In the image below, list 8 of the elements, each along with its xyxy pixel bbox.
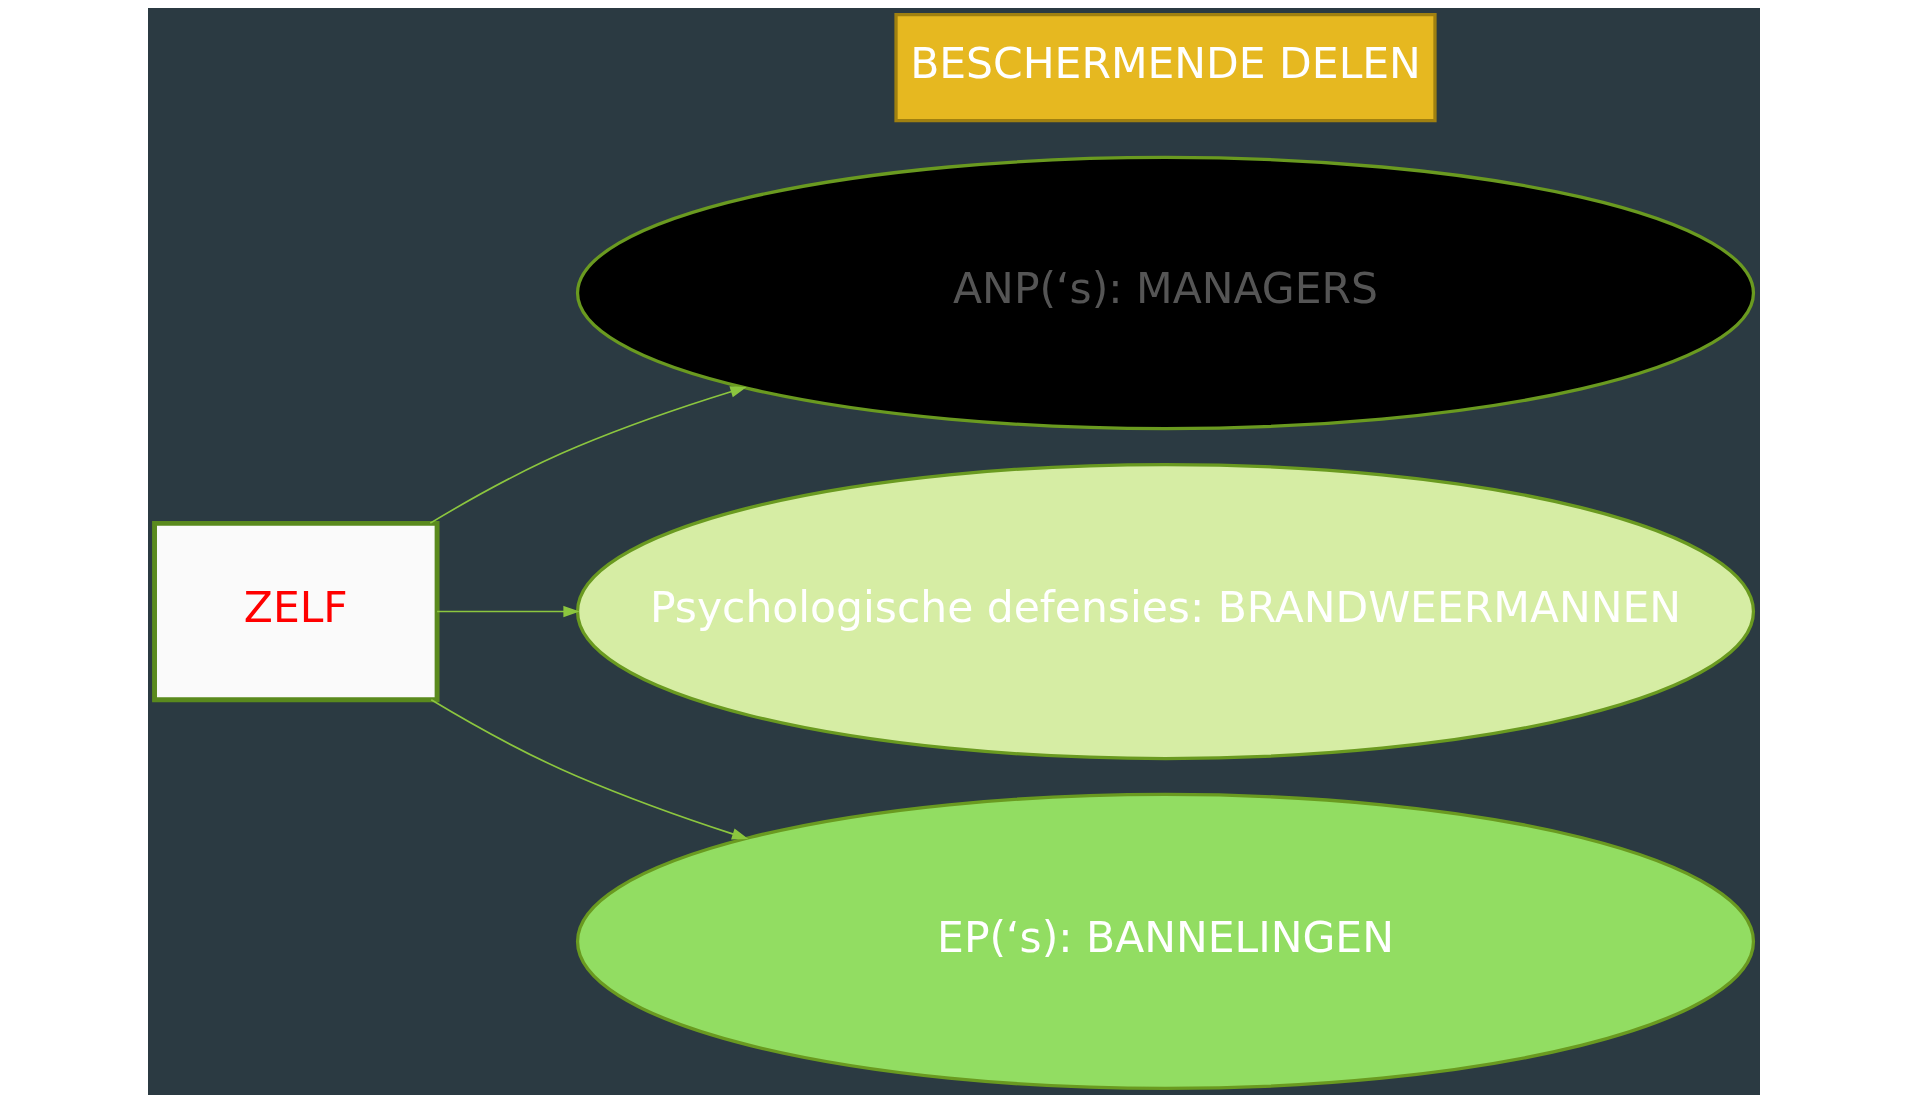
node-ellipse: EP(‘s): BANNELINGEN — [575, 792, 1756, 1091]
node-box: BESCHERMENDE DELEN — [894, 12, 1437, 123]
node-ellipse: Psychologische defensies: BRANDWEERMANNEN — [575, 462, 1756, 761]
node-ellipse: ANP(‘s): MANAGERS — [575, 155, 1756, 431]
arrow — [429, 386, 747, 524]
arrow — [436, 605, 580, 618]
arrow — [430, 699, 749, 840]
node-box: ZELF — [152, 520, 440, 703]
